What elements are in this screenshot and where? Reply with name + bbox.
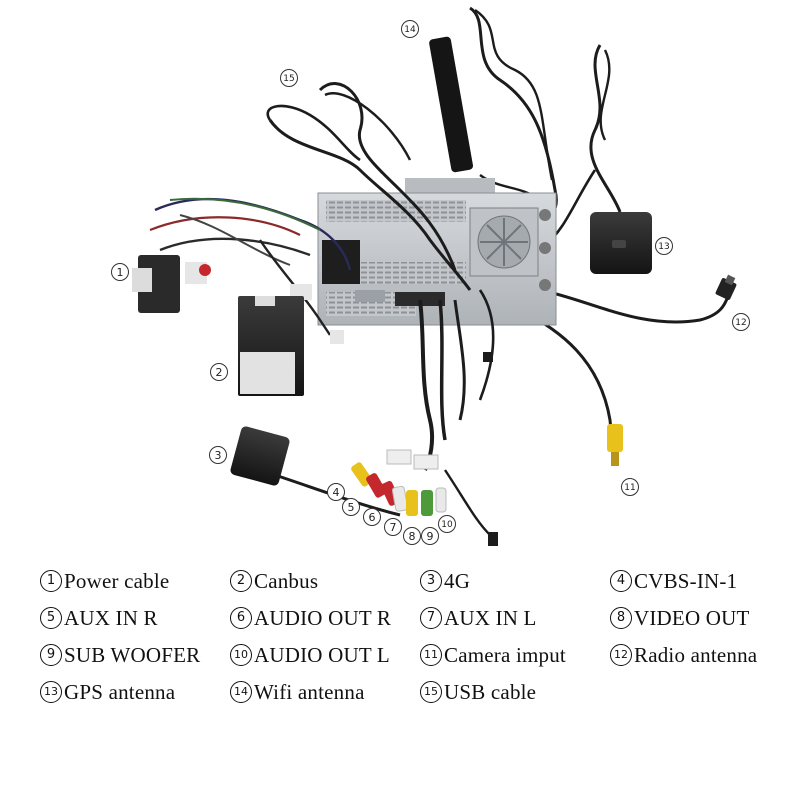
callout-7: 7 (384, 518, 402, 536)
legend-item-4g: 3 4G (420, 568, 610, 594)
product-diagram (132, 6, 737, 546)
legend-label: Power cable (64, 568, 170, 593)
legend-number: 1 (40, 570, 62, 592)
head-unit-chassis (317, 178, 557, 326)
legend-number: 15 (420, 681, 442, 703)
legend-label: Canbus (254, 568, 319, 593)
legend-label: SUB WOOFER (64, 642, 201, 667)
rca-bundle (351, 289, 498, 546)
legend-item-aux-in-r: 5 AUX IN R (40, 605, 230, 631)
callout-9: 9 (421, 527, 439, 545)
legend-number: 13 (40, 681, 62, 703)
legend-label: GPS antenna (64, 679, 176, 704)
legend-number: 7 (420, 607, 442, 629)
component-legend: 1 Power cable 2 Canbus 3 4G 4 CVBS-IN-1 … (40, 568, 800, 705)
legend-number: 14 (230, 681, 252, 703)
legend-number: 4 (610, 570, 632, 592)
legend-number: 5 (40, 607, 62, 629)
legend-label: 4G (444, 568, 471, 593)
power-cable-harness (132, 197, 352, 344)
legend-item-wifi-antenna: 14 Wifi antenna (230, 679, 420, 705)
gps-antenna (544, 44, 652, 274)
legend-item-usb-cable: 15 USB cable (420, 679, 610, 705)
legend-label: VIDEO OUT (634, 605, 750, 630)
callout-14: 14 (401, 20, 419, 38)
legend-item-audio-out-r: 6 AUDIO OUT R (230, 605, 420, 631)
legend-label: AUDIO OUT L (254, 642, 390, 667)
callout-8: 8 (403, 527, 421, 545)
legend-item-power-cable: 1 Power cable (40, 568, 230, 594)
callout-6: 6 (363, 508, 381, 526)
legend-label: AUDIO OUT R (254, 605, 392, 630)
callout-12: 12 (732, 313, 750, 331)
callout-3: 3 (209, 446, 227, 464)
legend-item-video-out: 8 VIDEO OUT (610, 605, 800, 631)
legend-item-aux-in-l: 7 AUX IN L (420, 605, 610, 631)
radio-antenna (539, 274, 737, 324)
legend-label: AUX IN L (444, 605, 537, 630)
legend-number: 10 (230, 644, 252, 666)
legend-item-radio-antenna: 12 Radio antenna (610, 642, 800, 668)
legend-item-camera-imput: 11 Camera imput (420, 642, 610, 668)
legend-number: 12 (610, 644, 632, 666)
callout-10: 10 (438, 515, 456, 533)
legend-item-gps-antenna: 13 GPS antenna (40, 679, 230, 705)
legend-label: USB cable (444, 679, 537, 704)
canbus-box (238, 296, 304, 396)
callout-13: 13 (655, 237, 673, 255)
callout-11: 11 (621, 478, 639, 496)
legend-number: 11 (420, 644, 442, 666)
legend-number: 8 (610, 607, 632, 629)
usb-cables (266, 82, 472, 291)
4g-antenna (230, 426, 401, 517)
legend-number: 6 (230, 607, 252, 629)
callout-4: 4 (327, 483, 345, 501)
legend-label: Radio antenna (634, 642, 758, 667)
camera-input-cable (519, 308, 623, 466)
callout-15: 15 (280, 69, 298, 87)
legend-label: CVBS-IN-1 (634, 568, 738, 593)
legend-item-cvbs-in-1: 4 CVBS-IN-1 (610, 568, 800, 594)
callout-1: 1 (111, 263, 129, 281)
legend-number: 2 (230, 570, 252, 592)
legend-item-sub-woofer: 9 SUB WOOFER (40, 642, 230, 668)
legend-number: 9 (40, 644, 62, 666)
legend-number: 3 (420, 570, 442, 592)
legend-label: Wifi antenna (254, 679, 365, 704)
legend-label: AUX IN R (64, 605, 158, 630)
legend-item-audio-out-l: 10 AUDIO OUT L (230, 642, 420, 668)
callout-5: 5 (342, 498, 360, 516)
legend-label: Camera imput (444, 642, 566, 667)
callout-2: 2 (210, 363, 228, 381)
legend-item-canbus: 2 Canbus (230, 568, 420, 594)
